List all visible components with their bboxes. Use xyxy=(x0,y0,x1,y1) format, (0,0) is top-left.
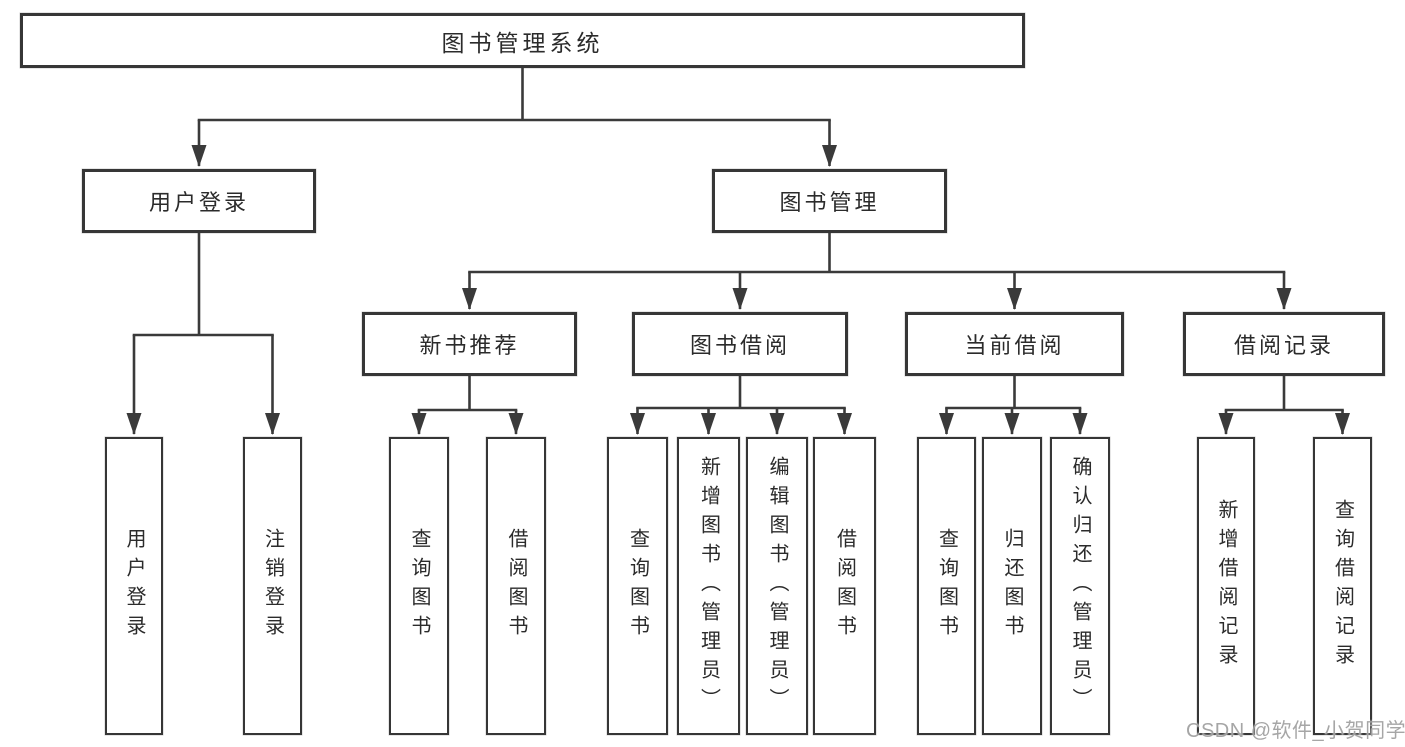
leaf-recommend-borrow-books: 借阅图书 xyxy=(486,437,546,735)
leaf-borrow-edit-books-admin: 编辑图书（管理员） xyxy=(746,437,808,735)
node-book-borrow: 图书借阅 xyxy=(632,312,848,376)
leaf-records-add-record: 新增借阅记录 xyxy=(1197,437,1255,735)
node-book-management: 图书管理 xyxy=(712,169,947,233)
leaf-current-return-books: 归还图书 xyxy=(982,437,1042,735)
leaf-borrow-query-books: 查询图书 xyxy=(607,437,668,735)
node-current-borrow: 当前借阅 xyxy=(905,312,1124,376)
node-user-login: 用户登录 xyxy=(82,169,316,233)
leaf-records-query-record: 查询借阅记录 xyxy=(1313,437,1372,735)
leaf-borrow-borrow-books: 借阅图书 xyxy=(813,437,876,735)
node-new-book-recommend: 新书推荐 xyxy=(362,312,577,376)
leaf-current-query-books: 查询图书 xyxy=(917,437,976,735)
csdn-watermark: CSDN @软件_小贺同学 xyxy=(1186,720,1405,742)
leaf-logout: 注销登录 xyxy=(243,437,302,735)
leaf-user-login: 用户登录 xyxy=(105,437,163,735)
node-borrow-records: 借阅记录 xyxy=(1183,312,1385,376)
node-root-system: 图书管理系统 xyxy=(20,13,1025,68)
leaf-borrow-add-books-admin: 新增图书（管理员） xyxy=(677,437,740,735)
leaf-current-confirm-return-admin: 确认归还（管理员） xyxy=(1050,437,1110,735)
leaf-recommend-query-books: 查询图书 xyxy=(389,437,449,735)
